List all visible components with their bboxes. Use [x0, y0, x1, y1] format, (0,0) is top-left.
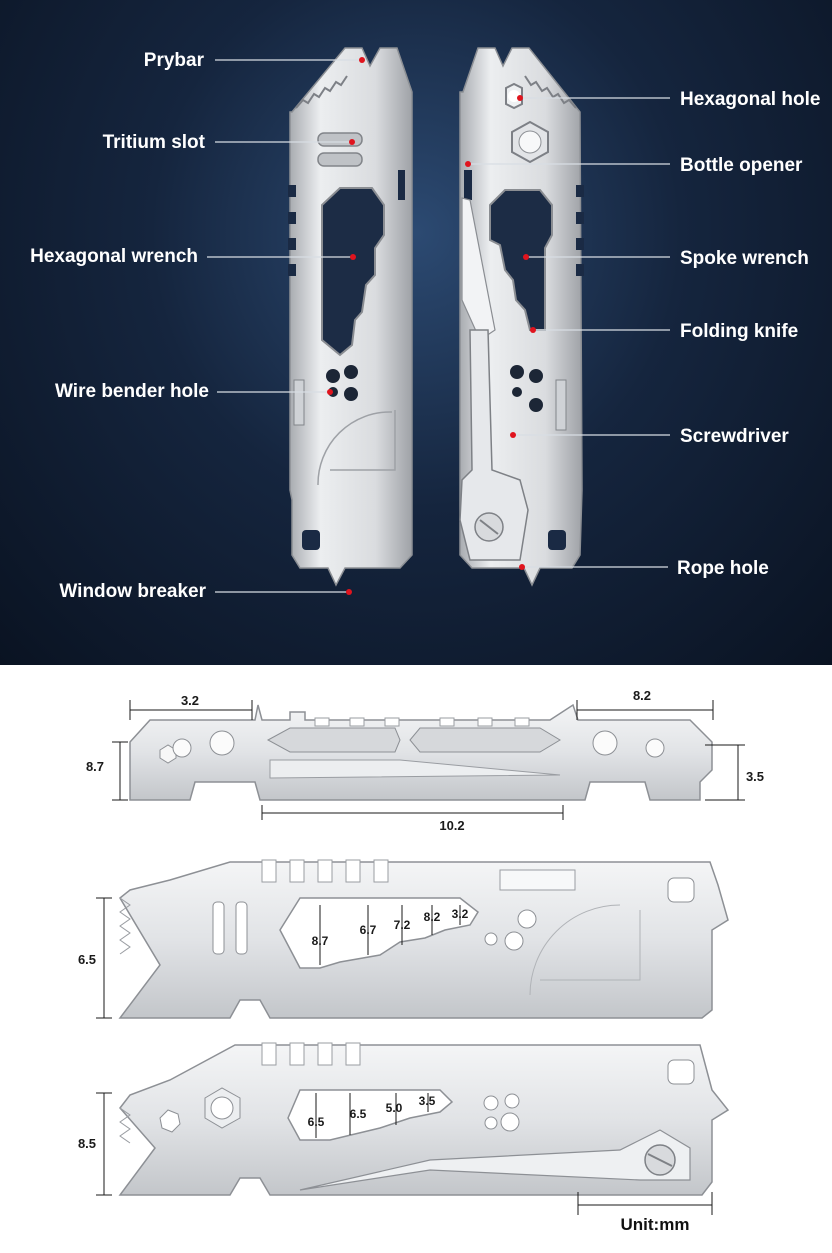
side-view-1-dimension-lines: [96, 897, 461, 1019]
dimension-panel: 3.2 8.2 8.7 3.5 10.2: [0, 665, 832, 1248]
marker-screwdriver: [510, 432, 516, 438]
dim-side2-height: 8.5: [78, 1136, 96, 1151]
unit-label: Unit:mm: [621, 1215, 690, 1234]
callout-screwdriver: Screwdriver: [680, 426, 789, 447]
tool-front-illustration: Prybar Tritium slot Hexagonal wrench Wir…: [30, 47, 820, 602]
tool-right-half: [459, 47, 584, 587]
dim-top-left-height: 8.7: [86, 759, 104, 774]
dim-top-right-width: 8.2: [633, 688, 651, 703]
dim-top-bottom-length: 10.2: [439, 818, 464, 833]
dim-hex-wrench-4: 8.2: [424, 910, 441, 924]
callout-folding-knife: Folding knife: [680, 321, 798, 342]
marker-prybar: [359, 57, 365, 63]
leader-lines: [207, 59, 670, 593]
callout-hexagonal-wrench: Hexagonal wrench: [30, 246, 198, 267]
tool-left-half: [288, 47, 413, 587]
marker-spoke-wrench: [523, 254, 529, 260]
marker-hexagonal-hole: [517, 95, 523, 101]
callout-markers: [327, 57, 536, 595]
side-view-2-drawing: [118, 1042, 730, 1196]
marker-bottle-opener: [465, 161, 471, 167]
dim-spoke-1: 6.5: [308, 1115, 325, 1129]
marker-hexagonal-wrench: [350, 254, 356, 260]
dim-hex-wrench-2: 6.7: [360, 923, 377, 937]
callout-bottle-opener: Bottle opener: [680, 155, 803, 176]
dim-hex-wrench-5: 3.2: [452, 907, 469, 921]
side-view-1-drawing: [118, 859, 729, 1019]
marker-window-breaker: [346, 589, 352, 595]
callout-wire-bender-hole: Wire bender hole: [55, 381, 209, 402]
callout-hexagonal-hole: Hexagonal hole: [680, 89, 820, 110]
marker-folding-knife: [530, 327, 536, 333]
dim-spoke-4: 3.5: [419, 1094, 436, 1108]
dim-top-right-height: 3.5: [746, 769, 764, 784]
marker-tritium-slot: [349, 139, 355, 145]
feature-callout-panel: Prybar Tritium slot Hexagonal wrench Wir…: [0, 0, 832, 665]
dim-hex-wrench-3: 7.2: [394, 918, 411, 932]
marker-rope-hole: [519, 564, 525, 570]
side-view-2-dimension-lines: [96, 1092, 713, 1215]
dim-spoke-2: 6.5: [350, 1107, 367, 1121]
callout-spoke-wrench: Spoke wrench: [680, 248, 809, 269]
callout-window-breaker: Window breaker: [59, 581, 206, 602]
callout-rope-hole: Rope hole: [677, 558, 769, 579]
dimension-drawings: 3.2 8.2 8.7 3.5 10.2: [78, 688, 764, 1234]
marker-wire-bender-hole: [327, 389, 333, 395]
top-view-dimension-lines: [112, 700, 745, 820]
dim-hex-wrench-1: 8.7: [312, 934, 329, 948]
callout-tritium-slot: Tritium slot: [103, 132, 206, 153]
callout-prybar: Prybar: [144, 50, 205, 71]
dim-side1-height: 6.5: [78, 952, 96, 967]
dim-spoke-3: 5.0: [386, 1101, 403, 1115]
dim-top-left-width: 3.2: [181, 693, 199, 708]
top-view-drawing: [129, 703, 713, 801]
